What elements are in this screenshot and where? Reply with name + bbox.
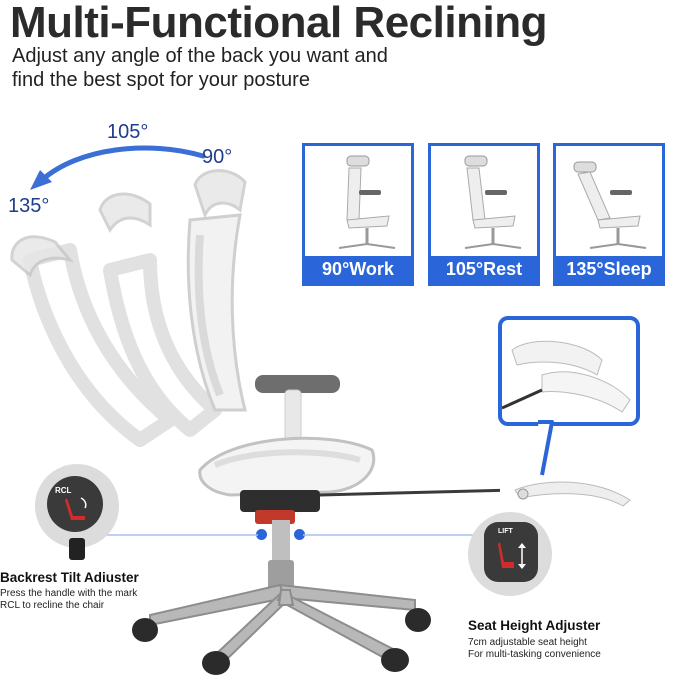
connector-line-left [100,534,258,536]
angle-90-label: 90° [202,146,233,168]
mode-label-rest: 105°Rest [431,256,537,283]
seat-knob-badge: LIFT [468,512,552,596]
seat-knob-text: LIFT [498,528,513,535]
chair-upright-icon [338,155,396,249]
seat-desc-line1: 7cm adjustable seat height [468,637,587,648]
backrest-knob-lever: RCL [47,476,103,532]
footrest-extended-image [514,481,631,507]
mode-label-work: 90°Work [305,256,411,283]
backrest-title: Backrest Tilt Adiuster [0,570,139,585]
recline-chair-icon [65,497,87,520]
backrest-knob-badge: RCL [35,464,119,560]
mode-card-sleep: 135°Sleep [553,143,665,286]
seat-knob-lever: LIFT [484,522,538,582]
indicator-dot-right [294,529,305,540]
seat-desc-line2: For multi-tasking convenience [468,649,601,660]
seat-title: Seat Height Adjuster [468,618,601,633]
backrest-knob-text: RCL [55,486,72,495]
mode-label-sleep: 135°Sleep [556,256,662,283]
angle-105-label: 105° [107,121,149,143]
recline-arrow-icon [30,145,206,190]
footrest-zoom-callout [498,316,640,426]
indicator-dot-left [256,529,267,540]
chair-rest-icon [464,155,522,249]
chair-illustration [10,169,500,675]
page-subtitle: Adjust any angle of the back you want an… [12,44,472,92]
callout-pointer [538,420,554,476]
connector-line-right [303,534,481,536]
subtitle-line-1: Adjust any angle of the back you want an… [12,45,388,67]
subtitle-line-2: find the best spot for your posture [12,69,310,91]
backrest-desc-line1: Press the handle with the mark [0,588,138,599]
mode-card-rest: 105°Rest [428,143,540,286]
lift-chair-icon [498,542,526,569]
mode-card-work: 90°Work [302,143,414,286]
chair-sleep-icon [573,161,647,249]
page-title: Multi-Functional Reclining [10,0,547,47]
angle-135-label: 135° [8,195,50,217]
footrest-detail-image [501,340,631,413]
backrest-desc-line2: RCL to recline the chair [0,600,105,611]
backrest-knob-stem [69,538,85,560]
